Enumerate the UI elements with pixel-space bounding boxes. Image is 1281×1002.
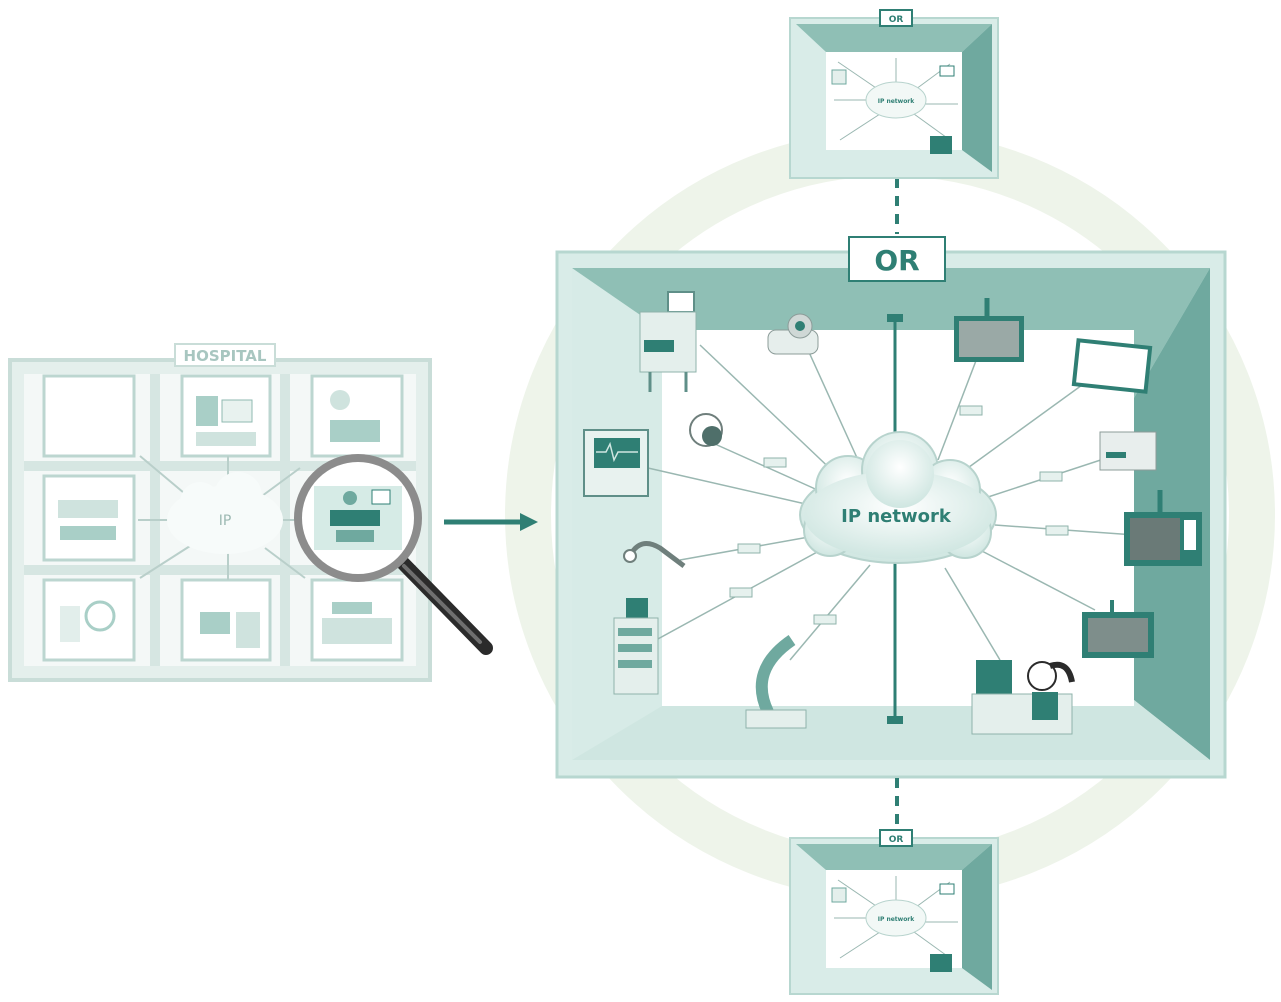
ip-network-label: IP network: [841, 506, 952, 527]
ceiling-monitor: [954, 298, 1024, 362]
zoom-arrow-icon: [444, 513, 538, 531]
patient-room: [42, 578, 136, 662]
operator-workstation: [971, 660, 1075, 735]
image-display: [1082, 600, 1154, 658]
endoscopy-cart: [639, 291, 697, 392]
ptz-camera: [767, 313, 819, 355]
c-arm: [745, 635, 807, 729]
satellite-or-top: IP network OR: [789, 9, 999, 179]
operating-room-panel: OR: [555, 236, 1227, 779]
xray-display: [1124, 490, 1202, 566]
lab-room: [310, 374, 404, 458]
video-recorder: [1099, 431, 1157, 471]
magnifying-glass-icon: [294, 454, 493, 655]
satellite-or-bottom: IP network OR: [789, 829, 999, 995]
wall-monitor: [1071, 338, 1153, 394]
patient-monitor: [583, 429, 649, 497]
treatment-room: [42, 374, 136, 458]
video-tower: [613, 598, 659, 695]
satellite-top-cloud-label: IP network: [878, 98, 916, 105]
hospital-cloud-label: IP: [219, 513, 232, 529]
or-label: OR: [874, 244, 919, 277]
hospital-ip-cloud: [167, 472, 283, 554]
satellite-bottom-or-label: OR: [889, 835, 904, 845]
handheld-probe: [623, 541, 686, 568]
satellite-bottom-cloud-label: IP network: [878, 916, 916, 923]
surgical-light: [689, 413, 723, 447]
hospital-label: HOSPITAL: [184, 347, 267, 365]
satellite-top-or-label: OR: [889, 15, 904, 25]
